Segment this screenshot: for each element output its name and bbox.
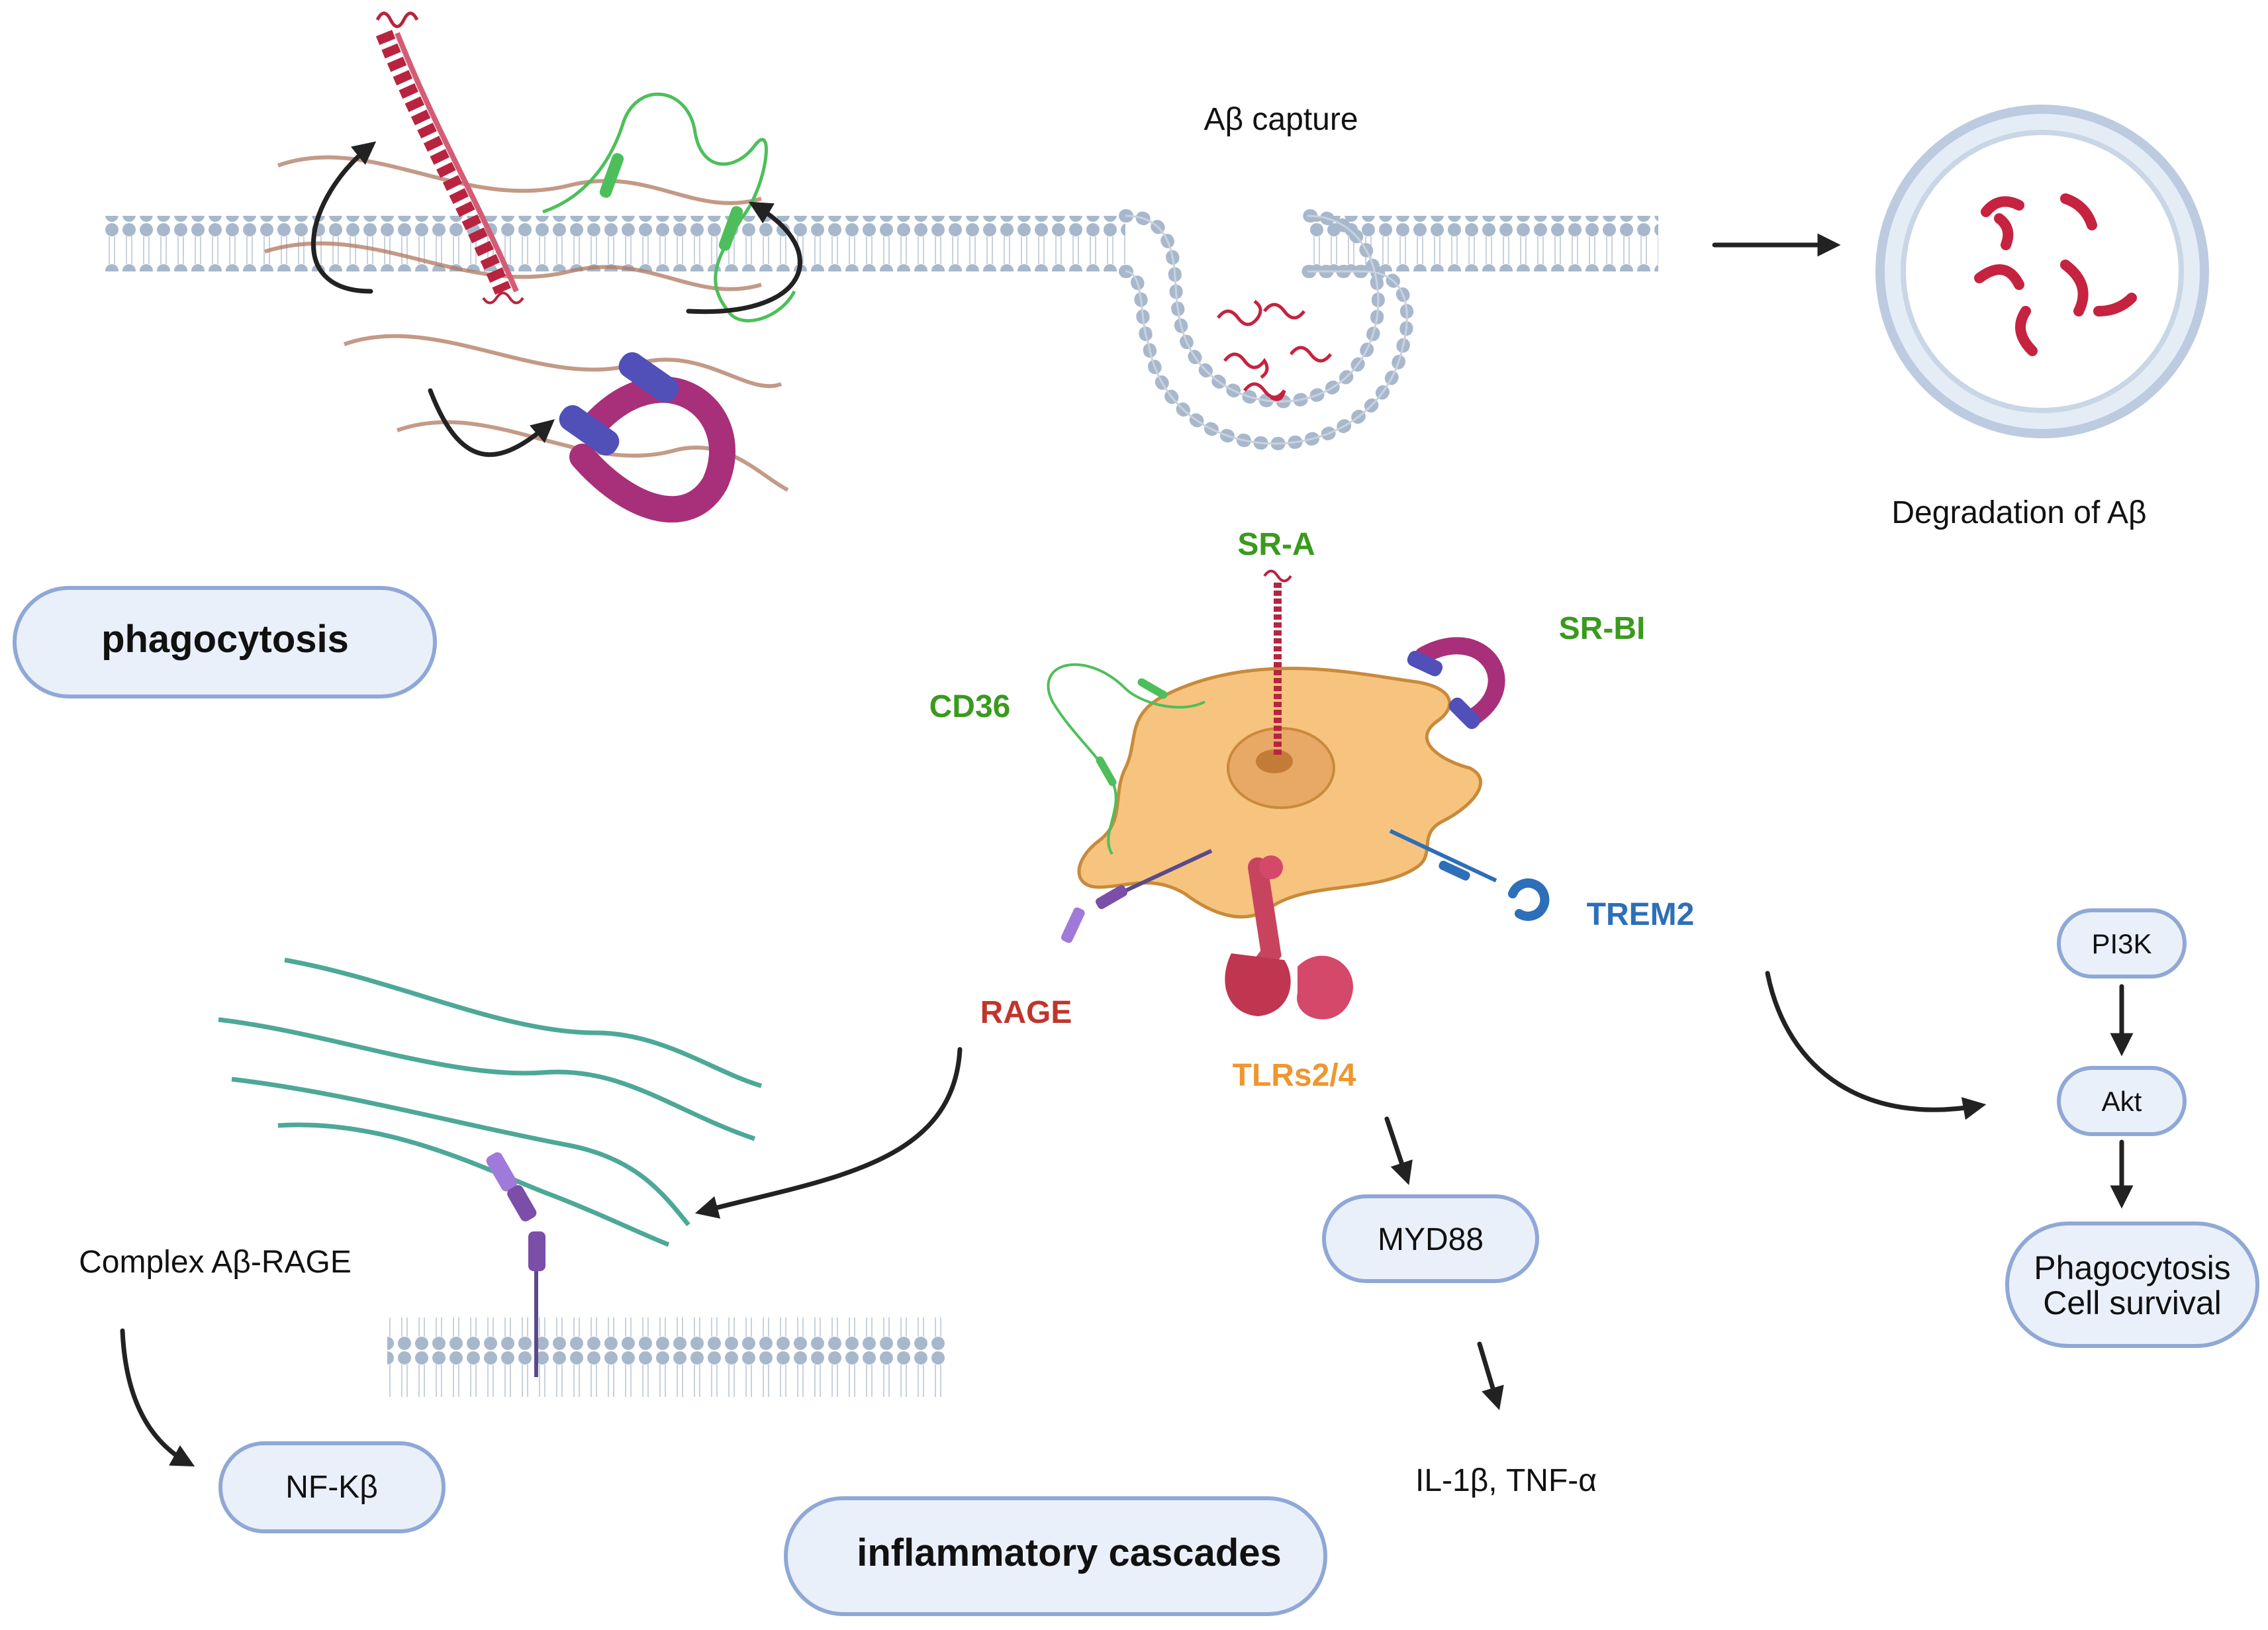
- arrow-myd88-to-il-icon: [1477, 1341, 1504, 1411]
- trem2-label: TREM2: [1587, 897, 1695, 932]
- cd36-label: CD36: [929, 689, 1011, 724]
- arrow-srbi-loop-icon: [428, 388, 555, 457]
- lysosome-icon: [1875, 105, 2209, 438]
- rage-receptor-icon: [1061, 849, 1213, 943]
- cd36-segment-icon: [599, 153, 624, 198]
- akt-label: Akt: [2102, 1086, 2142, 1117]
- trem2-receptor-icon: [1389, 829, 1550, 921]
- il-tnf-label: IL-1β, TNF-α: [1415, 1463, 1597, 1498]
- arrow-rage-to-complex-icon: [694, 1047, 963, 1219]
- myd88-label: MYD88: [1378, 1222, 1484, 1257]
- sra-label: SR-A: [1237, 527, 1315, 562]
- nfkb-node: NF-Kβ: [218, 1441, 446, 1533]
- srbi-receptor-icon: [1407, 637, 1505, 730]
- cd36-receptor-icon: [1047, 663, 1205, 855]
- outcome-label-line2: Cell survival: [2043, 1284, 2222, 1321]
- myd88-node: MYD88: [1322, 1194, 1539, 1283]
- tlr-receptor-icon: [1225, 855, 1353, 1020]
- srbi-label: SR-BI: [1559, 611, 1646, 646]
- sra-receptor-icon: [1263, 569, 1292, 755]
- arrow-sra-loop-icon: [310, 141, 377, 294]
- phagocytosis-box-label: phagocytosis: [101, 618, 349, 661]
- arrow-trem2-to-pi3k-icon: [1765, 971, 1987, 1120]
- outcome-node: Phagocytosis Cell survival: [2005, 1222, 2259, 1348]
- arrow-complex-to-nfkb-icon: [120, 1328, 195, 1467]
- bottom-membrane: [387, 1318, 947, 1397]
- captured-abeta-icon: [1217, 299, 1332, 401]
- arrow-cd36-loop-icon: [686, 201, 803, 314]
- phagocytosis-box: phagocytosis: [13, 586, 437, 698]
- cd36-cell-segment-icon: [1137, 678, 1168, 699]
- green-fibrils: [218, 957, 762, 1247]
- cd36-cell-segment-icon: [1096, 756, 1117, 787]
- microglia-cell: [1077, 667, 1483, 919]
- tlrs-label: TLRs2/4: [1233, 1058, 1356, 1093]
- ab-capture-label: Aβ capture: [1204, 102, 1358, 137]
- inflammatory-box: inflammatory cascades: [784, 1496, 1327, 1616]
- degradation-label: Degradation of Aβ: [1891, 495, 2146, 530]
- outcome-label-line1: Phagocytosis: [2034, 1249, 2230, 1286]
- srbi-receptor-top-icon: [559, 352, 735, 523]
- sra-receptor-top-icon: [375, 11, 524, 305]
- akt-node: Akt: [2057, 1066, 2187, 1136]
- cd36-segment-icon: [718, 206, 743, 251]
- complex-label: Complex Aβ-RAGE: [79, 1245, 352, 1280]
- nfkb-label: NF-Kβ: [285, 1470, 378, 1505]
- rage-membrane-receptor-icon: [486, 1152, 545, 1377]
- top-membrane: [103, 209, 1658, 450]
- pi3k-label: PI3K: [2091, 928, 2151, 959]
- pi3k-node: PI3K: [2057, 908, 2187, 979]
- arrow-tlr-to-myd88-icon: [1384, 1116, 1413, 1185]
- rage-label: RAGE: [980, 995, 1072, 1030]
- inflammatory-box-label: inflammatory cascades: [857, 1531, 1282, 1574]
